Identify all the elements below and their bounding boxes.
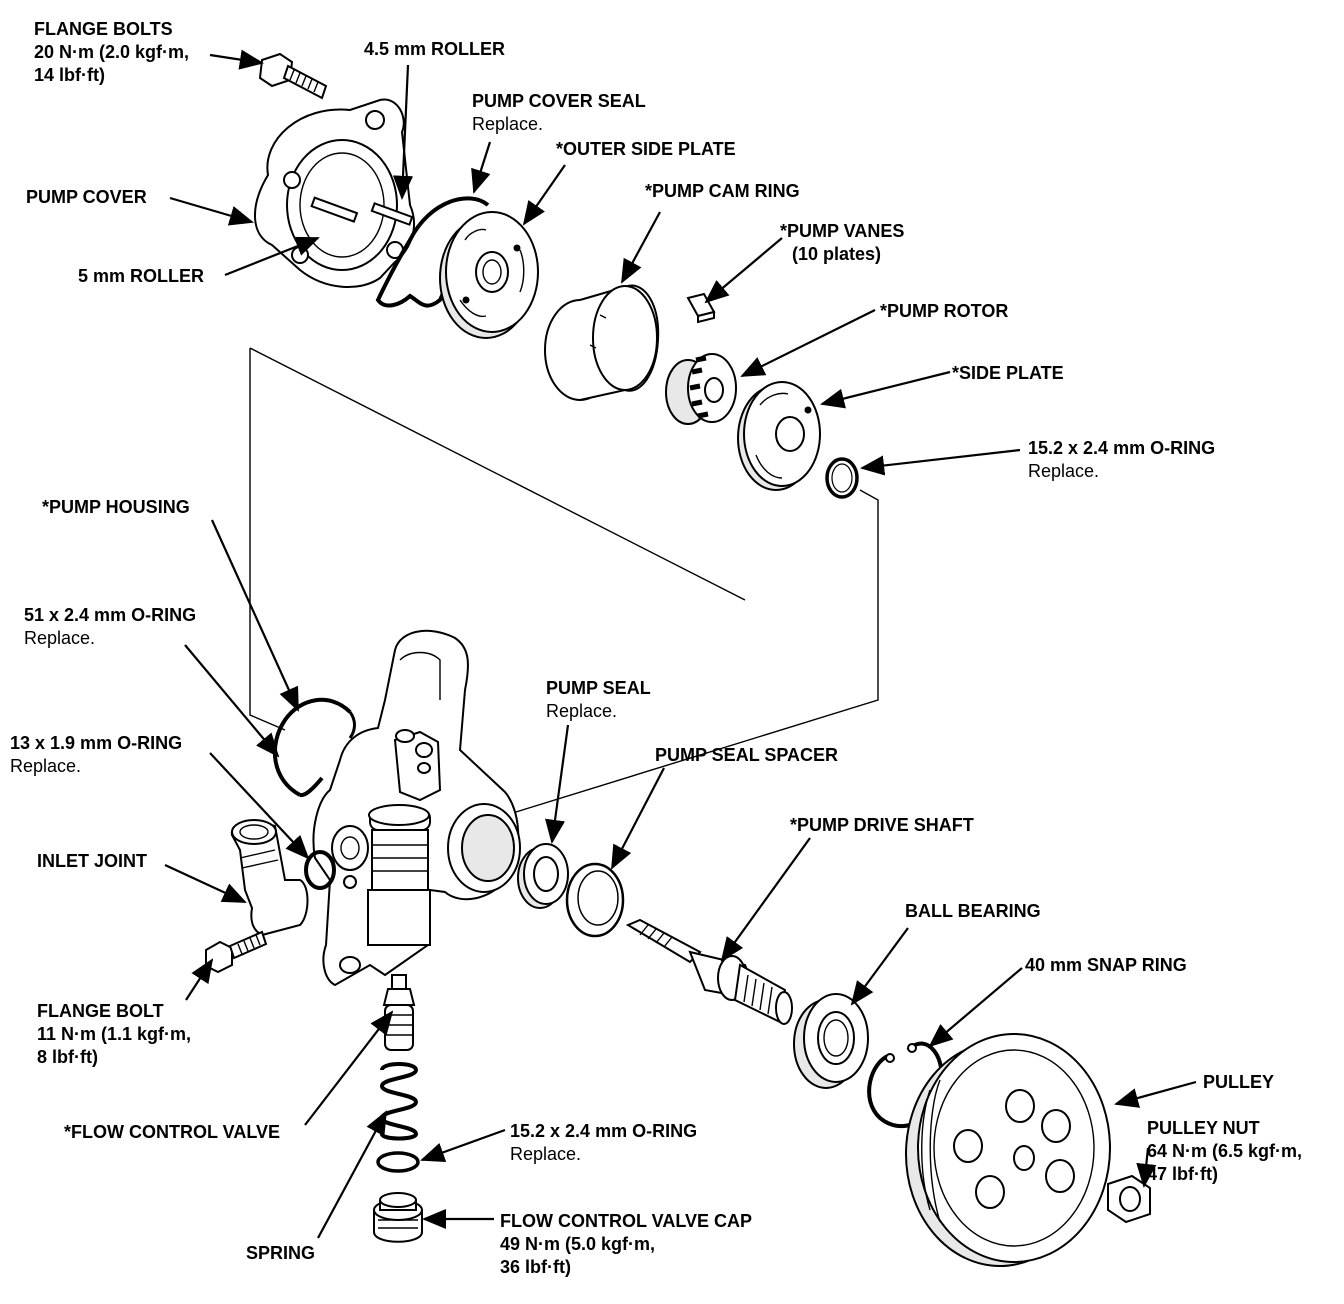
pump-seal-spacer bbox=[565, 862, 625, 938]
pump-drive-shaft bbox=[625, 918, 793, 1025]
pump-vane bbox=[686, 292, 716, 324]
pump-seal bbox=[517, 843, 569, 909]
label-pump-drive-shaft: *PUMP DRIVE SHAFT bbox=[790, 815, 974, 835]
flange-bolt-top bbox=[258, 52, 328, 100]
pump-cover bbox=[254, 98, 415, 288]
inlet-joint bbox=[230, 819, 309, 937]
label-inlet-joint: INLET JOINT bbox=[37, 851, 148, 871]
label-oring-15-2-top: 15.2 x 2.4 mm O-RING Replace. bbox=[1028, 438, 1216, 481]
label-pulley: PULLEY bbox=[1203, 1072, 1275, 1092]
flange-bolt-bottom bbox=[205, 930, 268, 974]
pump-rotor bbox=[665, 353, 737, 425]
oring-51 bbox=[272, 697, 356, 798]
label-spring: SPRING bbox=[246, 1243, 316, 1263]
flow-control-valve-cap bbox=[373, 1192, 423, 1243]
oring-13 bbox=[304, 850, 336, 890]
label-oring-13: 13 x 1.9 mm O-RING Replace. bbox=[10, 733, 183, 776]
label-flange-bolts: FLANGE BOLTS 20 N·m (2.0 kgf·m, 14 lbf·f… bbox=[34, 19, 190, 85]
leader-lines bbox=[164, 49, 1197, 1239]
oring-15-2-bottom bbox=[376, 1151, 420, 1173]
outer-side-plate bbox=[439, 211, 539, 339]
label-flow-control-valve: *FLOW CONTROL VALVE bbox=[64, 1122, 280, 1142]
label-pump-vanes: *PUMP VANES (10 plates) bbox=[780, 221, 905, 264]
pump-housing bbox=[312, 629, 521, 987]
oring-15-2-top bbox=[825, 457, 859, 499]
label-pump-cover-seal: PUMP COVER SEAL Replace. bbox=[472, 91, 646, 134]
label-outer-side-plate: *OUTER SIDE PLATE bbox=[556, 139, 736, 159]
label-pulley-nut: PULLEY NUT 64 N·m (6.5 kgf·m, 47 lbf·ft) bbox=[1147, 1118, 1303, 1184]
label-flange-bolt: FLANGE BOLT 11 N·m (1.1 kgf·m, 8 lbf·ft) bbox=[37, 1001, 192, 1067]
assembly-lines bbox=[249, 347, 879, 821]
label-flow-control-valve-cap: FLOW CONTROL VALVE CAP 49 N·m (5.0 kgf·m… bbox=[500, 1211, 752, 1277]
label-pump-seal-spacer: PUMP SEAL SPACER bbox=[655, 745, 839, 765]
label-pump-seal: PUMP SEAL Replace. bbox=[546, 678, 651, 721]
label-pump-rotor: *PUMP ROTOR bbox=[880, 301, 1009, 321]
label-oring-51: 51 x 2.4 mm O-RING Replace. bbox=[24, 605, 197, 648]
label-4-5mm-roller: 4.5 mm ROLLER bbox=[364, 39, 506, 59]
label-pump-housing: *PUMP HOUSING bbox=[42, 497, 190, 517]
side-plate bbox=[737, 381, 821, 491]
label-side-plate: *SIDE PLATE bbox=[952, 363, 1064, 383]
label-oring-15-2-bottom: 15.2 x 2.4 mm O-RING Replace. bbox=[510, 1121, 698, 1164]
label-pump-cover: PUMP COVER bbox=[26, 187, 147, 207]
label-ball-bearing: BALL BEARING bbox=[905, 901, 1041, 921]
flow-control-valve bbox=[382, 974, 416, 1051]
ball-bearing bbox=[793, 993, 869, 1089]
pulley bbox=[905, 1033, 1111, 1267]
label-pump-cam-ring: *PUMP CAM RING bbox=[645, 181, 800, 201]
pump-cam-ring bbox=[544, 284, 660, 401]
label-snap-ring: 40 mm SNAP RING bbox=[1025, 955, 1187, 975]
label-5mm-roller: 5 mm ROLLER bbox=[78, 266, 205, 286]
spring bbox=[379, 1062, 419, 1141]
